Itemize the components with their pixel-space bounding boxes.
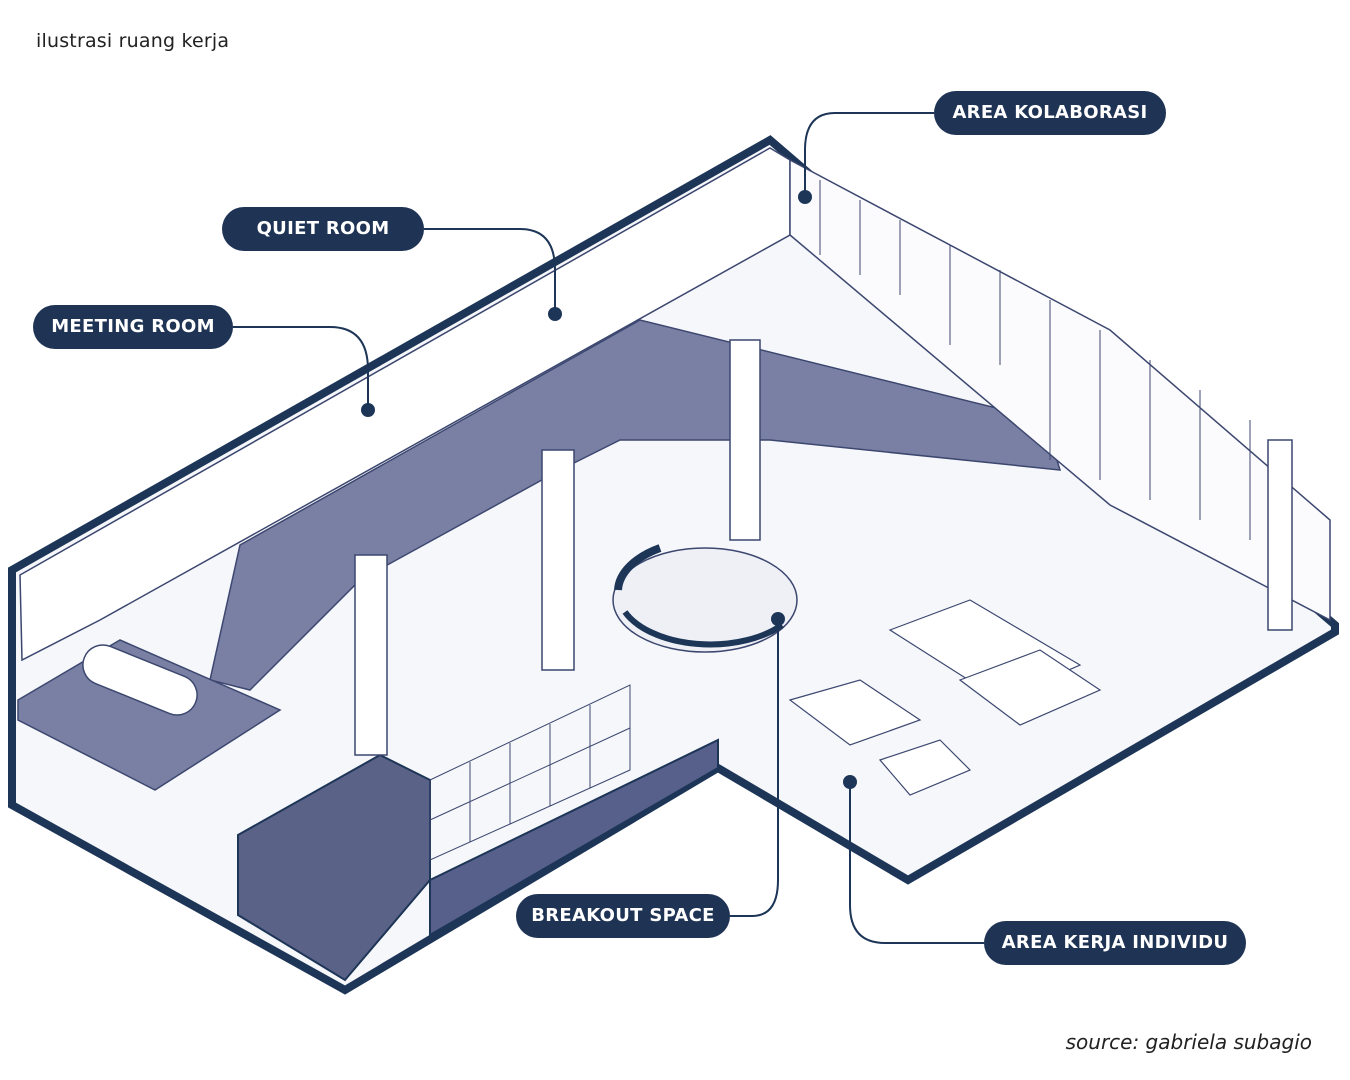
lobby-floor bbox=[429, 738, 719, 937]
breakout-circle bbox=[612, 544, 798, 653]
pillar bbox=[541, 449, 575, 671]
label-area-kolaborasi: AREA KOLABORASI bbox=[934, 91, 1166, 135]
pillar bbox=[354, 554, 388, 756]
meeting-table bbox=[82, 644, 198, 716]
back-wall-right bbox=[789, 158, 1331, 622]
source-credit: source: gabriela subagio bbox=[1065, 1030, 1312, 1054]
shelving bbox=[429, 684, 631, 861]
pillar bbox=[729, 339, 761, 541]
desk-cluster bbox=[788, 599, 1102, 796]
label-quiet-room: QUIET ROOM bbox=[222, 207, 424, 251]
corridor-floor bbox=[209, 319, 1062, 691]
label-area-kerja-individu: AREA KERJA INDIVIDU bbox=[984, 921, 1246, 965]
label-breakout-space: BREAKOUT SPACE bbox=[516, 894, 730, 938]
figure-caption: ilustrasi ruang kerja bbox=[36, 30, 230, 52]
leader-lines bbox=[233, 112, 984, 944]
window-grid bbox=[819, 180, 1251, 540]
pillar bbox=[1267, 439, 1293, 631]
leader-dots bbox=[361, 190, 857, 789]
label-meeting-room: MEETING ROOM bbox=[33, 305, 233, 349]
